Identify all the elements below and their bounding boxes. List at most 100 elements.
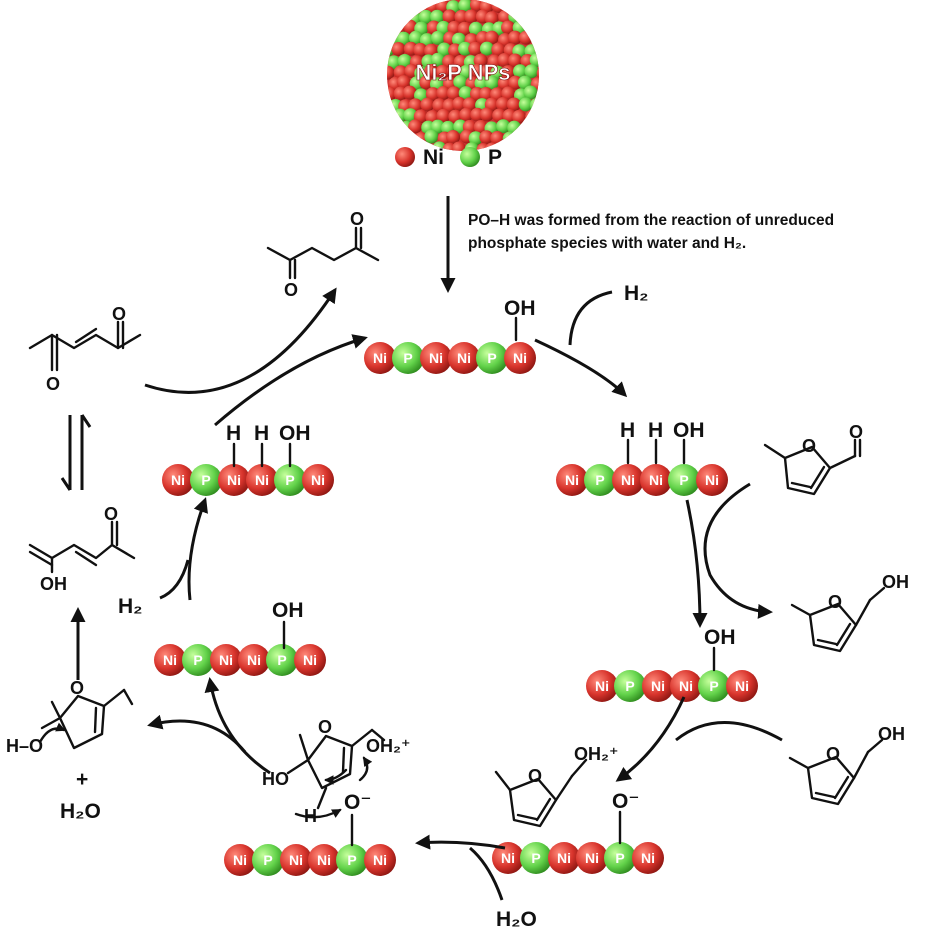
atom-symbol: Ni	[513, 350, 527, 366]
np-atom	[484, 11, 499, 26]
h2-left-label: H₂	[118, 595, 143, 618]
ni-atom	[238, 644, 270, 676]
np-atom	[484, 30, 499, 45]
np-atom	[508, 75, 523, 90]
np-atom	[529, 98, 539, 113]
atom-symbol: Ni	[289, 852, 303, 868]
legend-p-swatch	[460, 147, 480, 167]
atom-symbol: Ni	[303, 652, 317, 668]
atom-symbol: Ni	[595, 678, 609, 694]
arrow-mfa-in	[675, 721, 783, 742]
arrow-h2-in-left	[159, 559, 190, 600]
np-atom	[446, 63, 461, 78]
bottom-right-o-group: O⁻	[612, 790, 639, 845]
legend-p-label: P	[488, 146, 502, 169]
bottom-left-o-label: O⁻	[344, 791, 371, 814]
fi-h2o: H₂O	[60, 800, 101, 823]
mfa2-oh: OH	[878, 724, 905, 744]
prot-ring-o: O	[528, 766, 542, 786]
np-atom	[446, 130, 461, 145]
mfa-ring-o: O	[828, 592, 842, 612]
arrow-bottom-to-leftmid	[204, 677, 271, 775]
np-atom	[437, 42, 452, 57]
methylfurfural-molecule: O O	[763, 422, 863, 496]
p-atom	[336, 844, 368, 876]
np-atom	[491, 42, 506, 57]
np-atom	[464, 9, 479, 24]
ni-atom	[696, 464, 728, 496]
right-mid-oh-group: OH	[704, 626, 736, 672]
atom-symbol: Ni	[735, 678, 749, 694]
mfa2-ring-o: O	[826, 744, 840, 764]
np-atom	[462, 97, 477, 112]
hk-ring-o: O	[318, 717, 332, 737]
ni-atom	[556, 464, 588, 496]
np-atom	[508, 53, 523, 68]
protonated-alcohol-molecule: O OH₂⁺	[494, 744, 619, 828]
np-atom	[459, 107, 474, 122]
bottom-left-o-group: O⁻	[344, 791, 371, 847]
arrow-h2o-out	[469, 846, 504, 901]
arrow-top-to-right	[534, 338, 628, 398]
arrow-mf-in-out	[703, 482, 773, 619]
ni-atom	[302, 464, 334, 496]
hk-oh2-plus: OH₂⁺	[366, 736, 411, 756]
mf-aldehyde-o: O	[849, 422, 863, 442]
legend-ni-swatch	[395, 147, 415, 167]
ed-o1: O	[46, 374, 60, 394]
atom-symbol: Ni	[557, 850, 571, 866]
np-atom	[484, 75, 499, 90]
np-atom	[523, 85, 538, 100]
np-atom	[430, 9, 445, 24]
methylfurfuryl-alcohol-product: O OH	[790, 572, 909, 653]
p-atom	[266, 644, 298, 676]
right-oh-label: OH	[673, 419, 705, 442]
np-atom	[496, 119, 511, 134]
atom-symbol: Ni	[233, 852, 247, 868]
np-atom	[419, 75, 434, 90]
atom-symbol: Ni	[373, 350, 387, 366]
ni-atom	[640, 464, 672, 496]
atom-symbol: Ni	[585, 850, 599, 866]
np-atom	[468, 131, 483, 146]
ni-atom	[726, 670, 758, 702]
np-atom	[458, 41, 473, 56]
ni-atom	[420, 342, 452, 374]
np-atom	[479, 130, 494, 145]
equilibrium-arrows	[60, 414, 92, 491]
np-atom	[524, 64, 539, 79]
hd-o1: O	[284, 280, 298, 300]
np-atom	[501, 86, 516, 101]
left-h2-label: H	[254, 422, 269, 445]
ni-atom	[218, 464, 250, 496]
np-atom	[518, 97, 533, 112]
fi-h-o: H–O	[6, 736, 43, 756]
np-atom	[479, 64, 494, 79]
arrow-right-to-bottom	[615, 696, 686, 782]
np-atom	[424, 129, 439, 144]
p-atom	[668, 464, 700, 496]
np-atom	[447, 20, 462, 35]
np-atom	[492, 108, 507, 123]
np-atom	[418, 9, 433, 24]
atom-symbol: Ni	[429, 350, 443, 366]
mf-ring-o: O	[802, 436, 816, 456]
ni-atom	[612, 464, 644, 496]
np-atom	[458, 0, 473, 13]
ni-atom	[280, 844, 312, 876]
atom-symbol: Ni	[227, 472, 241, 488]
ni-atom	[364, 844, 396, 876]
np-atom	[512, 109, 527, 124]
mfa-oh: OH	[882, 572, 909, 592]
atom-symbol: Ni	[317, 852, 331, 868]
np-atom	[479, 86, 494, 101]
atom-symbol: P	[193, 652, 202, 668]
note-line-2: phosphate species with water and H₂.	[468, 235, 746, 252]
np-atom	[435, 64, 450, 79]
p-atom	[604, 842, 636, 874]
np-atom	[497, 53, 512, 68]
np-atom	[413, 42, 428, 57]
